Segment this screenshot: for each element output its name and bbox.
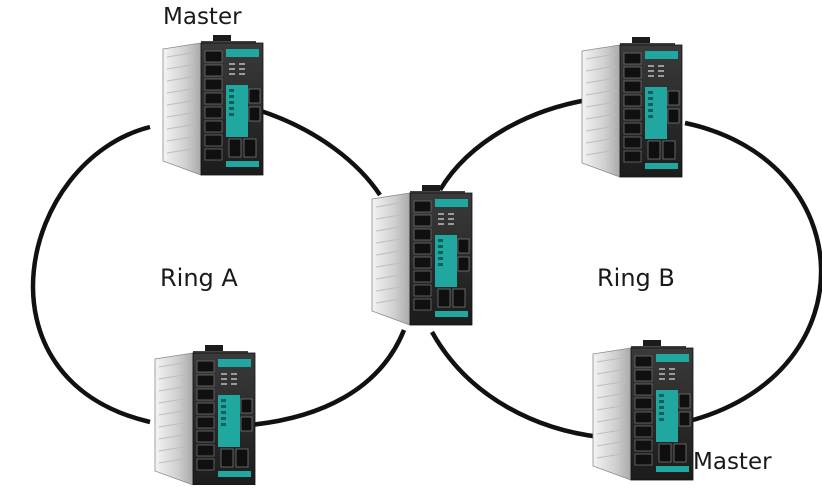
ring-b-top-link [438,97,588,192]
ring-a-top-link [257,107,382,197]
switch-center-shared [371,184,473,326]
ring-a-left-arc [30,124,151,425]
ring-b-right-arc [684,120,822,423]
switch-master-top [162,34,264,176]
switch-master-bottom [592,339,694,481]
switch-ring-b-top [581,36,683,178]
ring-a-label: Ring A [160,264,238,292]
switch-ring-a-bottom [154,344,256,486]
ring-b-label: Ring B [597,264,675,292]
ring-b-bottom-link [430,330,601,440]
master-label-bottom: Master [693,449,772,475]
ring-a-bottom-link [249,329,407,428]
master-label-top: Master [163,4,242,30]
